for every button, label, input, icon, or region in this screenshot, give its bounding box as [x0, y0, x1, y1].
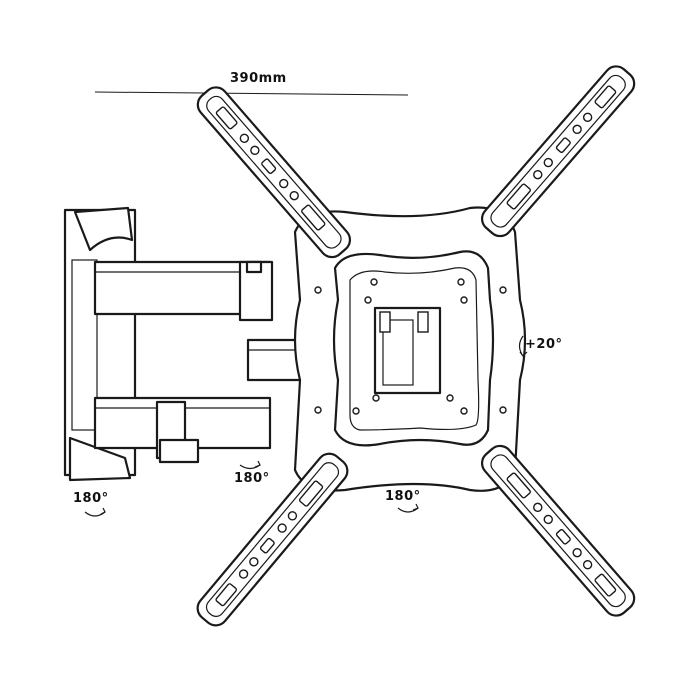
- width-dimension-label: 390mm: [230, 71, 287, 86]
- plate-rotation-label: 180°: [385, 489, 421, 504]
- width-dimension-line: [94, 91, 409, 96]
- vesa-arm-top-left: [191, 81, 356, 264]
- vesa-arm-bottom-right: [476, 439, 641, 622]
- plate-rotation-arrow-icon: [397, 503, 419, 513]
- tilt-plate: [293, 206, 527, 492]
- tilt-angle-label: +20°: [525, 337, 562, 352]
- vesa-arm-top-right: [476, 60, 641, 243]
- vesa-arm-bottom-left: [191, 447, 354, 632]
- tilt-arrow-icon: [518, 335, 528, 357]
- arm-pivot-joint: [246, 338, 305, 382]
- arm-swivel-arrow-icon: [239, 460, 261, 470]
- arm-swivel-label: 180°: [234, 471, 270, 486]
- articulating-arm-upper: [93, 260, 274, 322]
- wall-swivel-arrow-icon: [84, 507, 106, 517]
- articulating-arm-lower: [93, 396, 272, 464]
- wall-swivel-label: 180°: [73, 491, 109, 506]
